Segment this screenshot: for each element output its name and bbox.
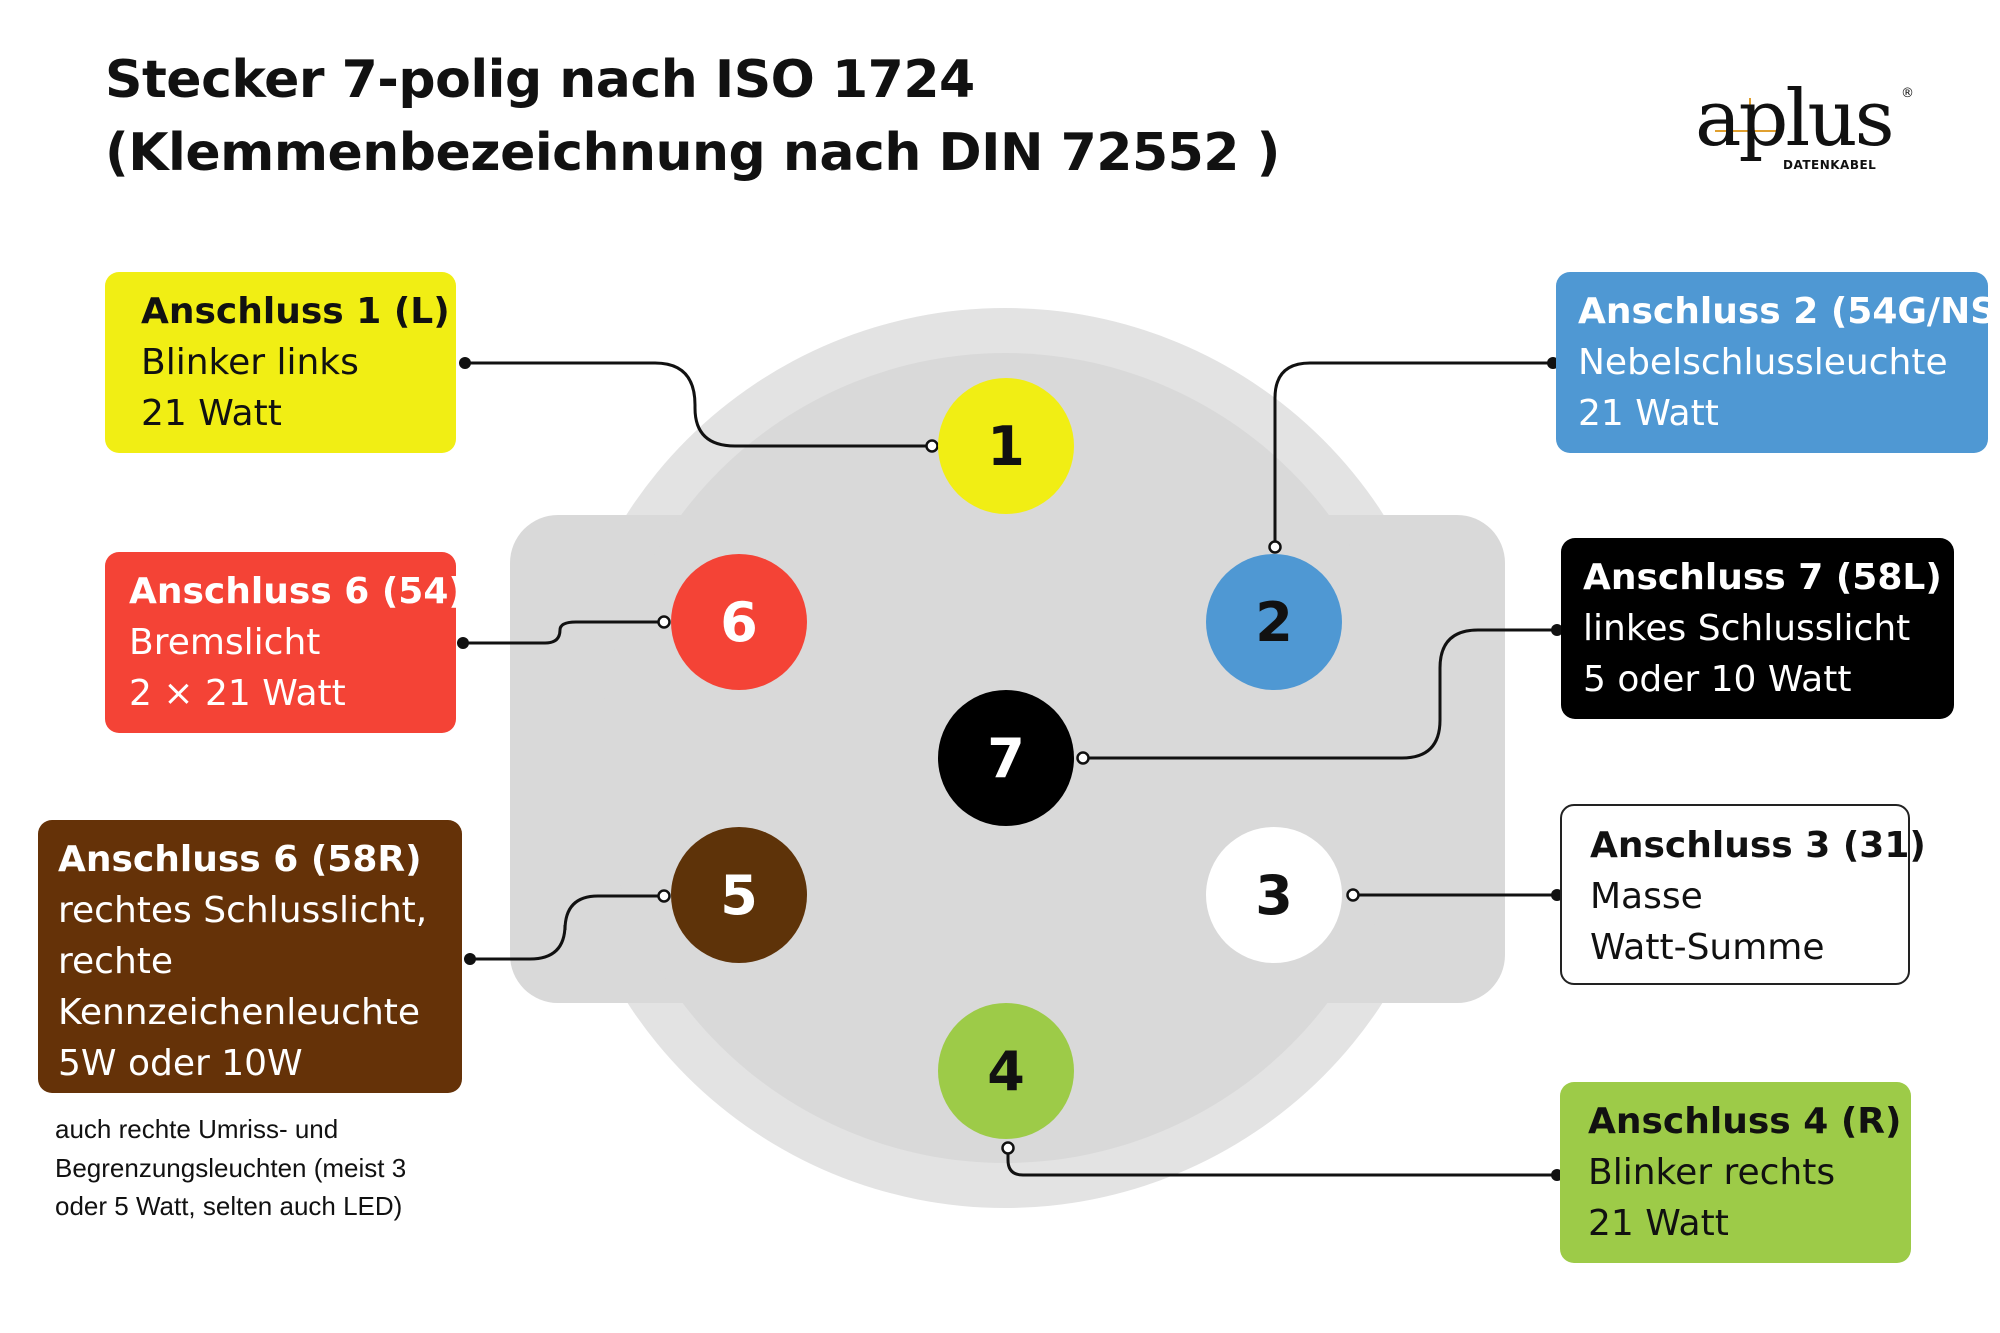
connector-lines [465,361,1557,1177]
logo-registered-mark: ® [1901,86,1914,101]
footnote-line: oder 5 Watt, selten auch LED) [55,1191,403,1221]
connector-endpoints [457,357,1563,1181]
box-line: rechtes Schlusslicht, [58,890,428,931]
pin-4-label: 4 [987,1039,1025,1103]
logo-crosshair-horizontal [1715,130,1777,132]
box-line: Kennzeichenleuchte [58,992,421,1033]
pin-2: 2 [1206,554,1342,690]
pin-1-label: 1 [987,414,1025,478]
box-line: Masse [1590,876,1703,917]
label-box-pin-2: Anschluss 2 (54G/NS) Nebelschlussleuchte… [1556,272,2000,453]
box-line: Blinker rechts [1588,1152,1836,1193]
box-heading: Anschluss 4 (R) [1588,1101,1902,1142]
connector-line-2 [1273,361,1553,547]
box-line: rechte [58,941,174,982]
connector-line-6 [465,620,664,645]
page-title: Stecker 7-polig nach ISO 1724 (Klemmenbe… [105,44,1280,190]
pin-6: 6 [671,554,807,690]
label-box-pin-5: Anschluss 6 (58R) rechtes Schlusslicht, … [38,820,462,1093]
pin-4: 4 [938,1003,1074,1139]
logo-subtitle: DATENKABEL [1783,158,1877,172]
endpoint-ring [657,889,671,903]
box-heading: Anschluss 2 (54G/NS) [1578,291,2000,332]
pin-5-label: 5 [720,863,758,927]
connector-line-4 [1006,1148,1557,1177]
box-line: Nebelschlussleuchte [1578,342,1948,383]
box-line: 5W oder 10W [58,1043,303,1084]
endpoint-dot [1551,624,1563,636]
pin-7: 7 [938,690,1074,826]
pin-5: 5 [671,827,807,963]
box-heading: Anschluss 1 (L) [141,291,450,332]
label-box-pin-1: Anschluss 1 (L) Blinker links 21 Watt [105,272,456,453]
box-line: 21 Watt [1578,393,1719,434]
endpoint-ring [1001,1141,1015,1155]
box-heading: Anschluss 7 (58L) [1583,557,1942,598]
footnote: auch rechte Umriss- und Begrenzungsleuch… [55,1110,406,1226]
box-line: Watt-Summe [1590,927,1825,968]
endpoint-ring [1076,751,1090,765]
box-heading: Anschluss 3 (31) [1590,825,1926,866]
box-line: 21 Watt [141,393,282,434]
endpoint-ring [657,615,671,629]
pin-1: 1 [938,378,1074,514]
box-heading: Anschluss 6 (58R) [58,839,422,880]
box-heading: Anschluss 6 (54) [129,571,465,612]
pin-7-label: 7 [987,726,1025,790]
pin-6-label: 6 [720,590,758,654]
aplus-logo: aplus ® DATENKABEL [1695,74,1915,178]
footnote-line: auch rechte Umriss- und [55,1114,339,1144]
logo-wordmark: aplus [1695,74,1895,164]
box-line: 21 Watt [1588,1203,1729,1244]
connector-line-1 [465,361,932,448]
label-box-pin-3: Anschluss 3 (31) Masse Watt-Summe [1560,804,1926,985]
connector-line-5 [470,894,664,961]
box-line: 5 oder 10 Watt [1583,659,1852,700]
label-box-pin-7: Anschluss 7 (58L) linkes Schlusslicht 5 … [1561,538,1954,719]
box-line: Blinker links [141,342,359,383]
title-line-1: Stecker 7-polig nach ISO 1724 [105,50,975,110]
logo-crosshair-vertical [1749,98,1751,154]
endpoint-ring [1268,540,1282,554]
endpoint-dot [457,637,469,649]
label-box-pin-4: Anschluss 4 (R) Blinker rechts 21 Watt [1560,1082,1911,1263]
endpoint-ring [1346,888,1360,902]
box-line: 2 × 21 Watt [129,673,346,714]
pin-2-label: 2 [1255,590,1293,654]
label-box-pin-6: Anschluss 6 (54) Bremslicht 2 × 21 Watt [105,552,465,733]
endpoint-ring [925,439,939,453]
endpoint-dot [464,953,476,965]
pin-3-label: 3 [1255,863,1293,927]
box-line: Bremslicht [129,622,321,663]
footnote-line: Begrenzungsleuchten (meist 3 [55,1152,407,1183]
box-line: linkes Schlusslicht [1583,608,1911,649]
title-line-2: (Klemmenbezeichnung nach DIN 72552 ) [105,123,1280,183]
pin-3: 3 [1206,827,1342,963]
connector-line-7 [1083,628,1553,760]
endpoint-dot [459,357,471,369]
